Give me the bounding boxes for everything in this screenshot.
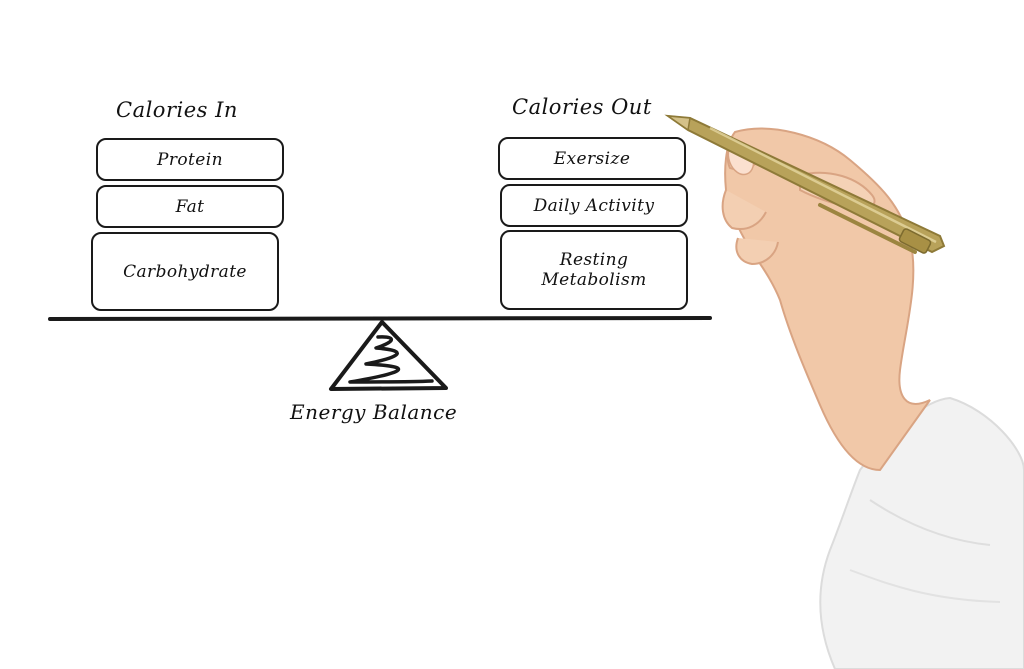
resting-metabolism-text: Resting Metabolism [541, 250, 646, 290]
calories-out-item-label-line2: Metabolism [541, 270, 647, 290]
balance-beam [48, 316, 712, 321]
calories-out-heading: Calories Out [512, 95, 652, 119]
hand [721, 127, 931, 472]
calories-out-item-label: Exersize [553, 148, 631, 169]
calories-in-item-label: Protein [157, 149, 223, 170]
calories-in-item-carbohydrate: Carbohydrate [91, 232, 279, 311]
calories-out-item-label: Daily Activity [533, 195, 655, 216]
pen-icon [664, 114, 946, 254]
calories-in-item-fat: Fat [96, 185, 284, 228]
fulcrum-triangle-icon [329, 320, 448, 391]
calories-out-item-daily-activity: Daily Activity [500, 184, 688, 227]
calories-in-item-protein: Protein [96, 138, 284, 181]
calories-in-item-label: Fat [175, 196, 205, 217]
calories-out-item-label-line1: Resting [559, 250, 629, 270]
calories-in-item-label: Carbohydrate [123, 261, 247, 282]
energy-balance-caption: Energy Balance [290, 400, 458, 424]
calories-in-heading: Calories In [116, 98, 238, 122]
calories-out-item-resting-metabolism: Resting Metabolism [500, 230, 688, 310]
calories-out-item-exersize: Exersize [498, 137, 686, 180]
